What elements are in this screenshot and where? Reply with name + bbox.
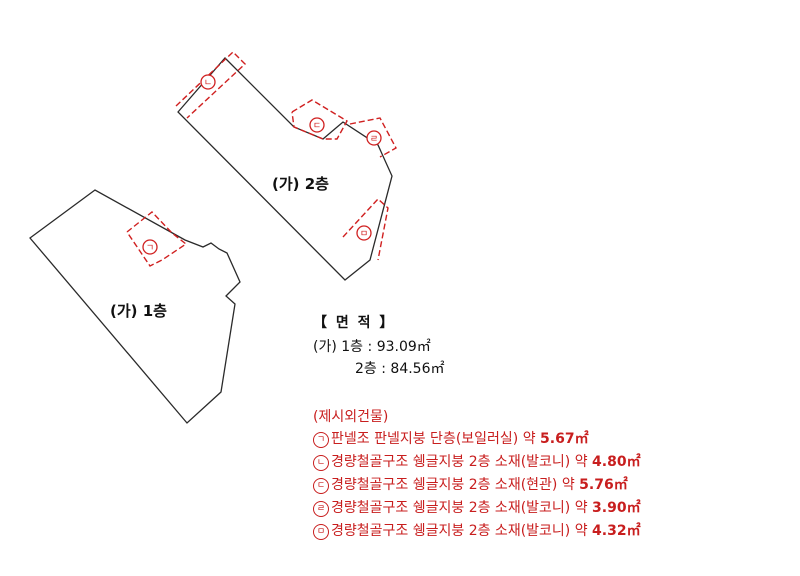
area-summary: 【 면 적 】 (가) 1층 : 93.09㎡ 2층 : 84.56㎡	[313, 312, 445, 380]
annex-area: 4.80㎡	[592, 454, 641, 470]
floor2-outline	[177, 57, 393, 281]
annex-marker: ㄴ	[313, 455, 329, 471]
area-value: 84.56㎡	[390, 361, 445, 377]
area-value: 93.09㎡	[376, 339, 431, 355]
svg-text:ㅁ: ㅁ	[360, 230, 368, 240]
annex-5-marker: ㅁ	[356, 225, 372, 241]
annex-1-marker: ㄱ	[142, 239, 158, 255]
annex-marker: ㄱ	[313, 432, 329, 448]
floor1-label: (가) 1층	[110, 302, 167, 320]
annex-area: 3.90㎡	[592, 500, 641, 516]
annex-description: 경량철골구조 쉥글지붕 2층 소재(발코니) 약	[331, 523, 588, 539]
svg-text:ㄷ: ㄷ	[313, 122, 321, 132]
area-floor: 2층	[355, 361, 377, 377]
annex-5-outline	[342, 198, 389, 261]
annex-description: 판넬조 판넬지붕 단층(보일러실) 약	[331, 431, 536, 447]
annex-description: 경량철골구조 쉥글지붕 2층 소재(발코니) 약	[331, 500, 588, 516]
annex-marker: ㄷ	[313, 478, 329, 494]
annex-heading: (제시외건물)	[313, 409, 389, 425]
annex-1-outline	[126, 211, 188, 267]
annex-area: 5.67㎡	[540, 431, 589, 447]
area-floor: 1층	[341, 339, 364, 355]
annex-4-outline	[349, 117, 397, 158]
annex-4-marker: ㄹ	[366, 130, 382, 146]
annex-3-outline	[291, 99, 348, 140]
floor1-outline	[29, 189, 241, 424]
svg-text:ㄱ: ㄱ	[146, 244, 154, 254]
annex-description: 경량철골구조 쉥글지붕 2층 소재(현관) 약	[331, 477, 575, 493]
svg-text:ㄴ: ㄴ	[204, 79, 212, 89]
floor2-label: (가) 2층	[272, 175, 329, 193]
area-row: 2층 : 84.56㎡	[355, 361, 445, 377]
annex-description: 경량철골구조 쉥글지붕 2층 소재(발코니) 약	[331, 454, 588, 470]
annex-marker: ㄹ	[313, 501, 329, 517]
area-title: 【 면 적 】	[313, 315, 396, 331]
annex-marker: ㅁ	[313, 524, 329, 540]
area-row: (가) 1층 : 93.09㎡	[313, 339, 431, 355]
svg-text:ㄹ: ㄹ	[370, 135, 378, 145]
annex-area: 5.76㎡	[579, 477, 628, 493]
annex-area: 4.32㎡	[592, 523, 641, 539]
annex-2-marker: ㄴ	[200, 74, 216, 90]
annex-3-marker: ㄷ	[309, 117, 325, 133]
area-building: (가)	[313, 339, 337, 355]
